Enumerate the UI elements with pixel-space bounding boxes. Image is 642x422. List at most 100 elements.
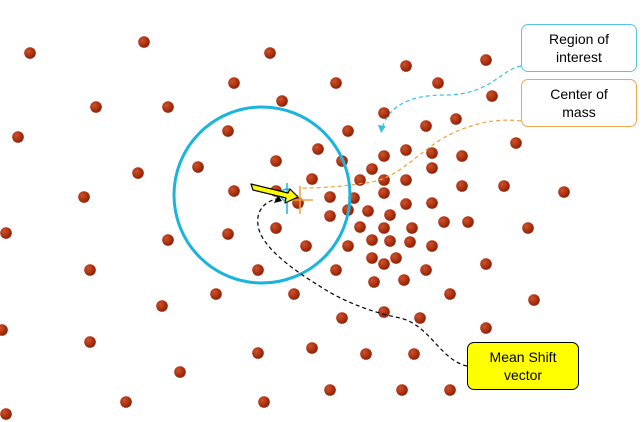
data-point: [558, 186, 570, 198]
region-of-interest-callout: Region of interest: [521, 24, 637, 72]
data-point: [400, 144, 412, 156]
data-point: [400, 174, 412, 186]
data-point: [0, 324, 8, 336]
data-point: [0, 227, 12, 239]
data-point: [342, 125, 354, 137]
region-of-interest-circle: [172, 105, 352, 285]
data-point: [330, 264, 342, 276]
data-point: [0, 408, 12, 420]
data-point: [324, 210, 336, 222]
data-point: [400, 60, 412, 72]
data-point: [228, 185, 240, 197]
data-point: [438, 216, 450, 228]
data-point: [342, 240, 354, 252]
data-point: [162, 234, 174, 246]
data-point: [324, 384, 336, 396]
data-point: [138, 36, 150, 48]
data-point: [270, 155, 282, 167]
data-point: [300, 240, 312, 252]
data-point: [362, 205, 374, 217]
mean-shift-vector-callout: Mean Shift vector: [467, 342, 579, 390]
data-point: [90, 101, 102, 113]
data-point: [120, 396, 132, 408]
data-point: [336, 312, 348, 324]
data-point: [486, 90, 498, 102]
roi-callout-line1: Region of: [549, 31, 609, 47]
data-point: [306, 342, 318, 354]
data-point: [360, 348, 372, 360]
data-point: [174, 366, 186, 378]
data-point: [276, 95, 288, 107]
data-point: [420, 120, 432, 132]
data-point: [264, 47, 276, 59]
ms-callout-line2: vector: [503, 367, 543, 383]
data-point: [324, 191, 336, 203]
data-point: [288, 288, 300, 300]
data-point: [258, 396, 270, 408]
data-point: [378, 107, 390, 119]
data-point: [192, 161, 204, 173]
com-callout-line1: Center of: [550, 86, 608, 102]
data-point: [456, 150, 468, 162]
data-point: [444, 384, 456, 396]
data-point: [404, 236, 416, 248]
data-point: [132, 167, 144, 179]
com-callout-line2: mass: [562, 104, 596, 120]
data-point: [378, 187, 390, 199]
data-point: [426, 147, 438, 159]
data-point: [480, 322, 492, 334]
data-point: [366, 252, 378, 264]
data-point: [24, 47, 36, 59]
data-point: [378, 306, 390, 318]
data-point: [384, 235, 396, 247]
data-point: [450, 113, 462, 125]
data-point: [528, 294, 540, 306]
data-point: [252, 347, 264, 359]
data-point: [414, 312, 426, 324]
data-point: [222, 228, 234, 240]
data-point: [406, 222, 418, 234]
data-point: [390, 252, 402, 264]
data-point: [400, 198, 412, 210]
data-point: [498, 180, 510, 192]
data-point: [270, 222, 282, 234]
data-point: [444, 288, 456, 300]
data-point: [432, 77, 444, 89]
data-point: [330, 77, 342, 89]
data-point: [456, 180, 468, 192]
data-point: [354, 221, 366, 233]
center-of-mass-callout: Center of mass: [521, 79, 637, 127]
data-point: [162, 101, 174, 113]
data-point: [228, 77, 240, 89]
roi-callout-line2: interest: [556, 49, 602, 65]
roi-leader-arrowhead: [378, 125, 386, 133]
data-point: [378, 222, 390, 234]
data-point: [522, 222, 534, 234]
data-point: [366, 163, 378, 175]
data-point: [426, 197, 438, 209]
data-point: [480, 258, 492, 270]
data-point: [222, 125, 234, 137]
data-point: [480, 54, 492, 66]
data-point: [354, 174, 366, 186]
data-point: [252, 264, 264, 276]
data-point: [306, 173, 318, 185]
mean-shift-leader-line: [257, 198, 468, 367]
data-point: [426, 240, 438, 252]
data-point: [12, 131, 24, 143]
data-point: [84, 336, 96, 348]
data-point: [84, 264, 96, 276]
data-point: [510, 137, 522, 149]
ms-callout-line1: Mean Shift: [489, 349, 557, 365]
data-point: [210, 288, 222, 300]
mean-shift-vector-arrow: [250, 183, 299, 204]
data-point: [384, 209, 396, 221]
data-point: [366, 234, 378, 246]
data-point: [156, 300, 168, 312]
com-leader-line: [301, 119, 522, 189]
data-point: [378, 150, 390, 162]
data-point: [408, 348, 420, 360]
data-point: [378, 258, 390, 270]
data-points: [0, 36, 570, 420]
